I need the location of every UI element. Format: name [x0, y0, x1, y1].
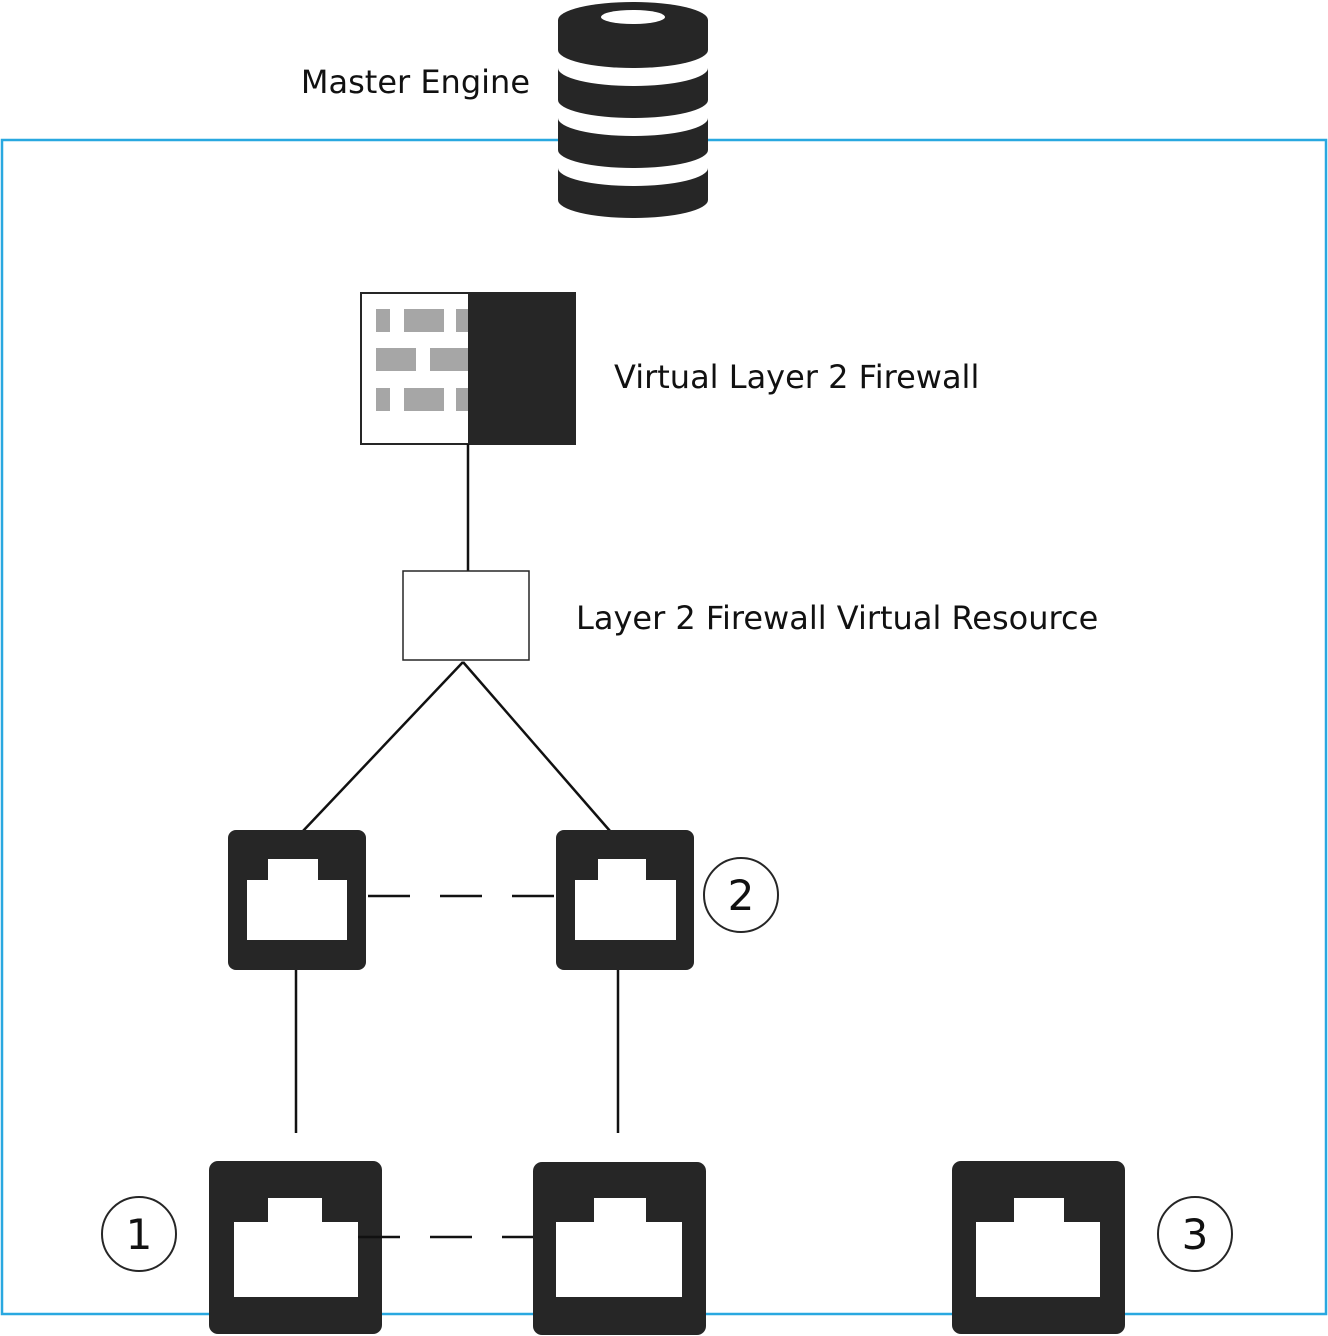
master-engine-label: Master Engine: [301, 63, 530, 101]
database-icon: [558, 2, 708, 218]
connector-resource-right: [462, 661, 611, 832]
network-port-icon: [952, 1161, 1125, 1334]
network-port-icon: [533, 1162, 706, 1335]
network-port-icon: [209, 1161, 382, 1334]
callout-3-number: 3: [1182, 1210, 1209, 1259]
callout-1-number: 1: [126, 1210, 153, 1259]
virtual-firewall-label: Virtual Layer 2 Firewall: [614, 358, 979, 396]
network-port-icon: [556, 830, 694, 970]
firewall-icon: [360, 292, 576, 445]
virtual-resource-label: Layer 2 Firewall Virtual Resource: [576, 599, 1098, 637]
callout-2-number: 2: [728, 871, 755, 920]
callout-3: 3: [1157, 1196, 1233, 1272]
callout-2: 2: [703, 857, 779, 933]
master-engine-boundary: [0, 138, 1328, 1316]
virtual-resource-box: [402, 570, 530, 661]
network-port-icon: [228, 830, 366, 970]
connector-resource-left: [302, 661, 464, 832]
callout-1: 1: [101, 1196, 177, 1272]
